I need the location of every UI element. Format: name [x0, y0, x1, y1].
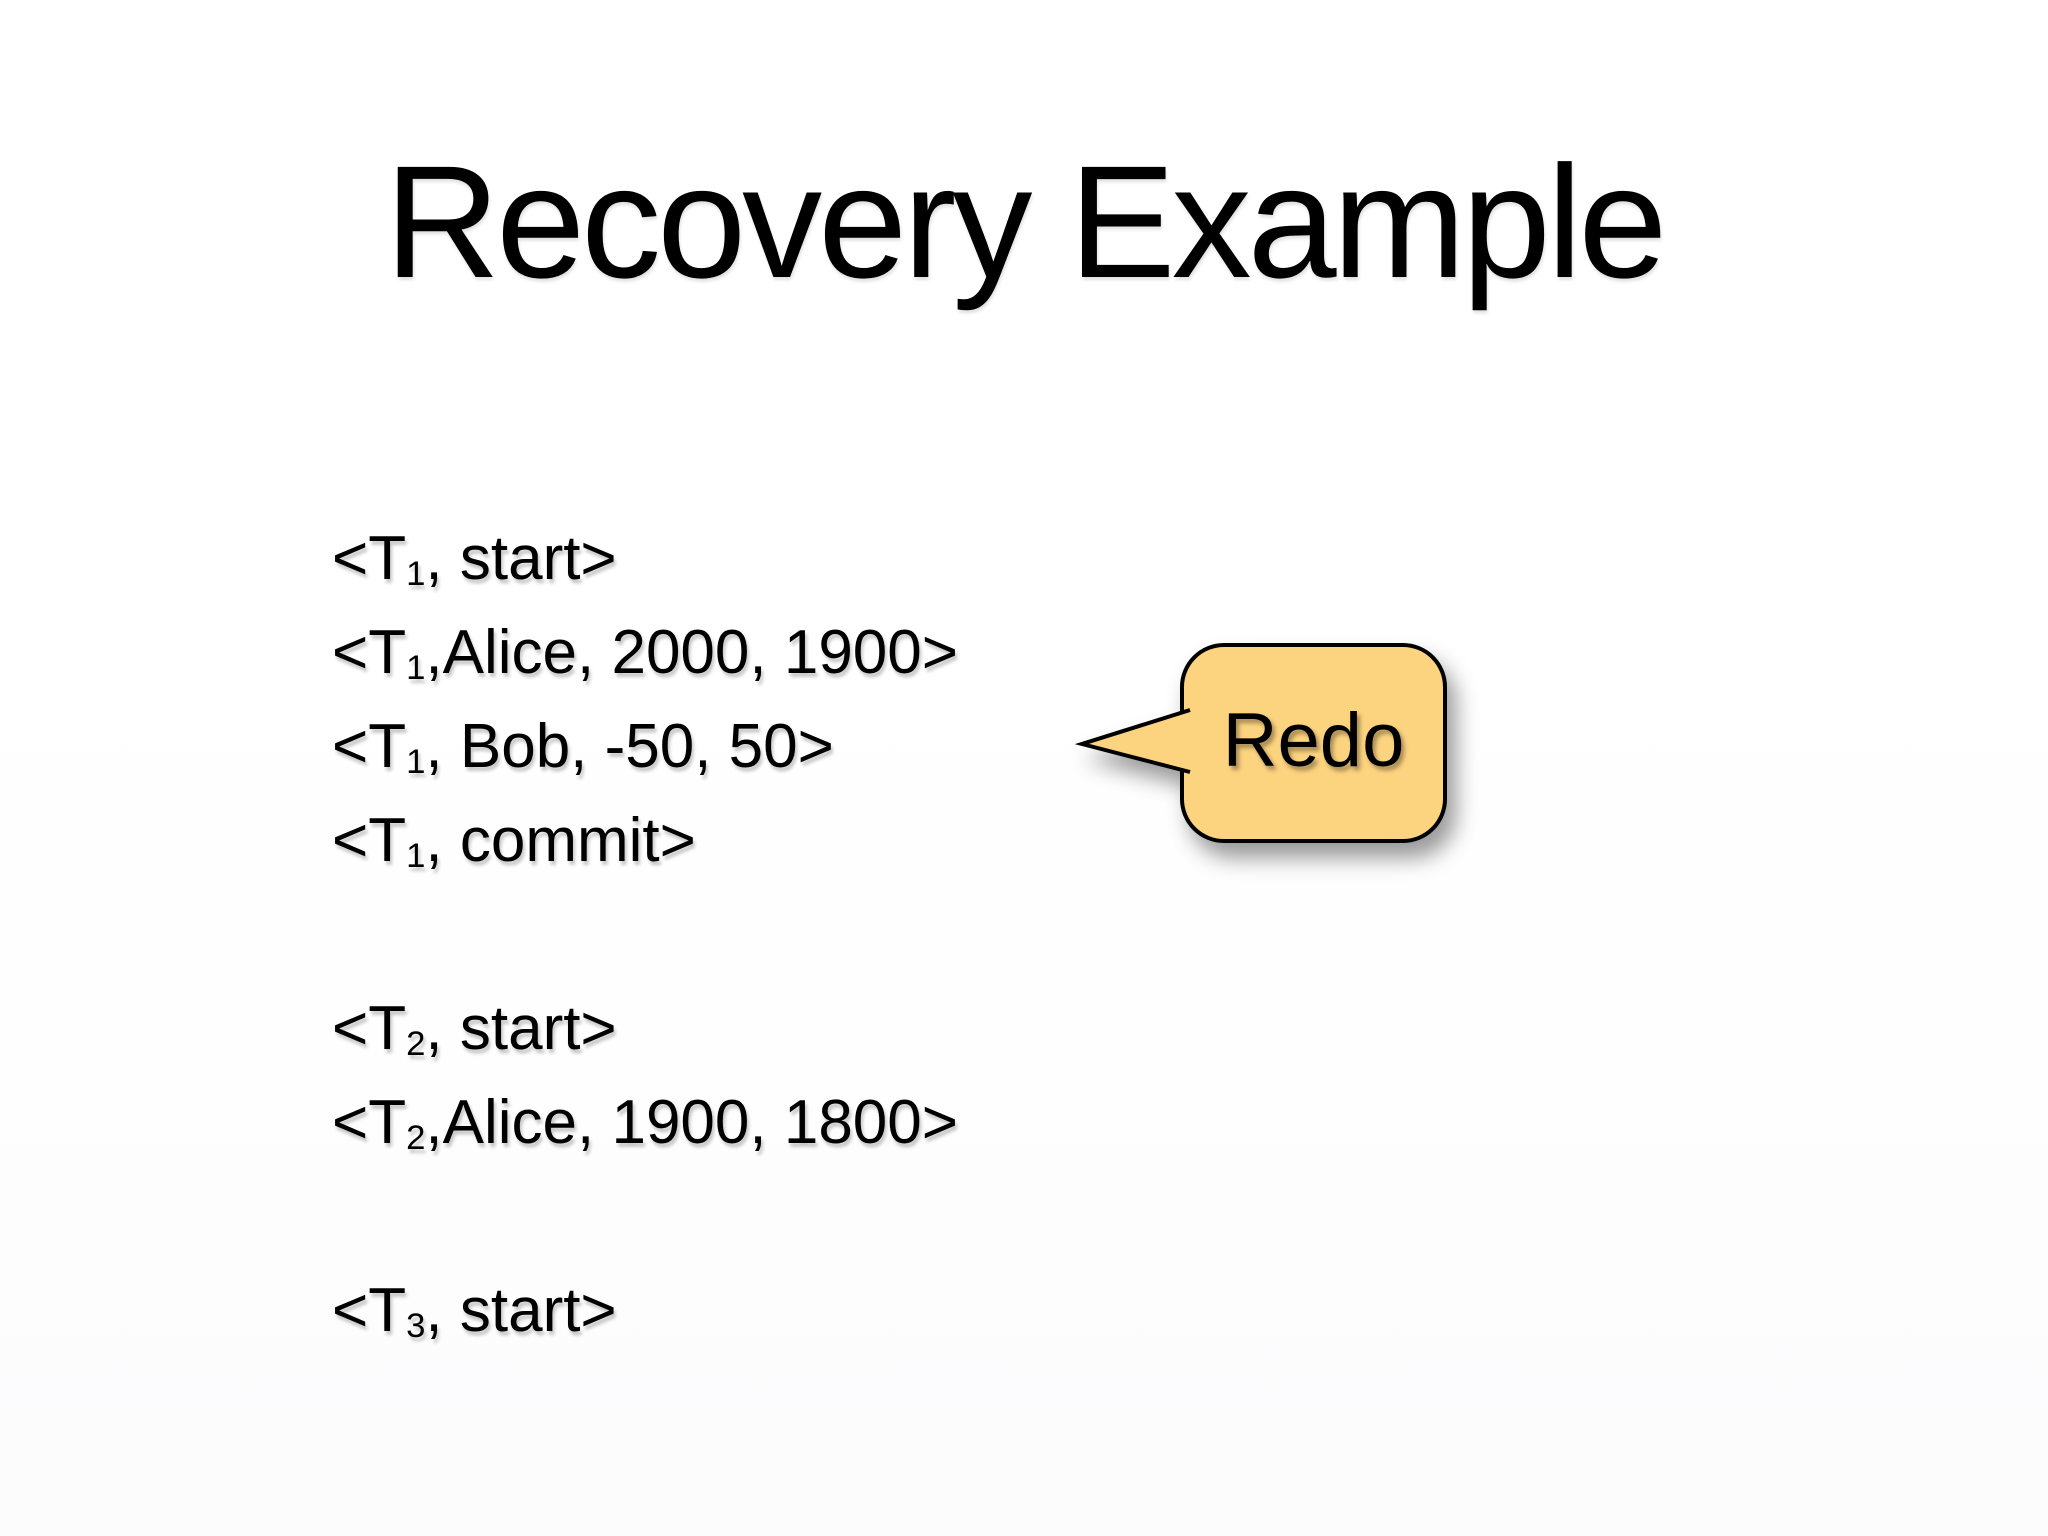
log-line-prefix: <T	[332, 994, 407, 1063]
callout-label: Redo	[1222, 698, 1405, 783]
transaction-subscript: 1	[406, 649, 426, 688]
transaction-subscript: 1	[406, 837, 426, 876]
transaction-subscript: 3	[406, 1307, 426, 1346]
log-group-t1: <T1, start> <T1,Alice, 2000, 1900> <T1, …	[332, 512, 958, 888]
log-line-prefix: <T	[332, 1088, 407, 1157]
log-line-rest: , commit>	[425, 806, 696, 875]
log-group-t3: <T3, start>	[332, 1264, 958, 1358]
redo-callout: Redo	[1074, 633, 1462, 863]
transaction-subscript: 1	[406, 555, 426, 594]
log-line: <T3, start>	[332, 1264, 958, 1358]
log-line: <T2, start>	[332, 982, 958, 1076]
log-line-prefix: <T	[332, 1276, 407, 1345]
log-line-rest: , start>	[425, 994, 617, 1063]
log-line-rest: ,Alice, 1900, 1800>	[425, 1088, 958, 1157]
log-line-prefix: <T	[332, 524, 407, 593]
transaction-subscript: 2	[406, 1025, 426, 1064]
log-line: <T2,Alice, 1900, 1800>	[332, 1076, 958, 1170]
log-line: <T1, Bob, -50, 50>	[332, 700, 958, 794]
log-line-prefix: <T	[332, 618, 407, 687]
log-line-prefix: <T	[332, 806, 407, 875]
transaction-subscript: 2	[406, 1119, 426, 1158]
log-group-t2: <T2, start> <T2,Alice, 1900, 1800>	[332, 982, 958, 1170]
transaction-log: <T1, start> <T1,Alice, 2000, 1900> <T1, …	[332, 512, 958, 1358]
log-line: <T1, commit>	[332, 794, 958, 888]
slide-title: Recovery Example	[384, 132, 1668, 311]
log-line-rest: , Bob, -50, 50>	[425, 712, 834, 781]
log-line: <T1,Alice, 2000, 1900>	[332, 606, 958, 700]
log-line-prefix: <T	[332, 712, 407, 781]
log-line: <T1, start>	[332, 512, 958, 606]
log-line-rest: , start>	[425, 1276, 617, 1345]
log-line-rest: , start>	[425, 524, 617, 593]
callout-tail-icon	[1074, 708, 1191, 774]
callout-bubble: Redo	[1180, 643, 1447, 843]
transaction-subscript: 1	[406, 743, 426, 782]
log-line-rest: ,Alice, 2000, 1900>	[425, 618, 958, 687]
